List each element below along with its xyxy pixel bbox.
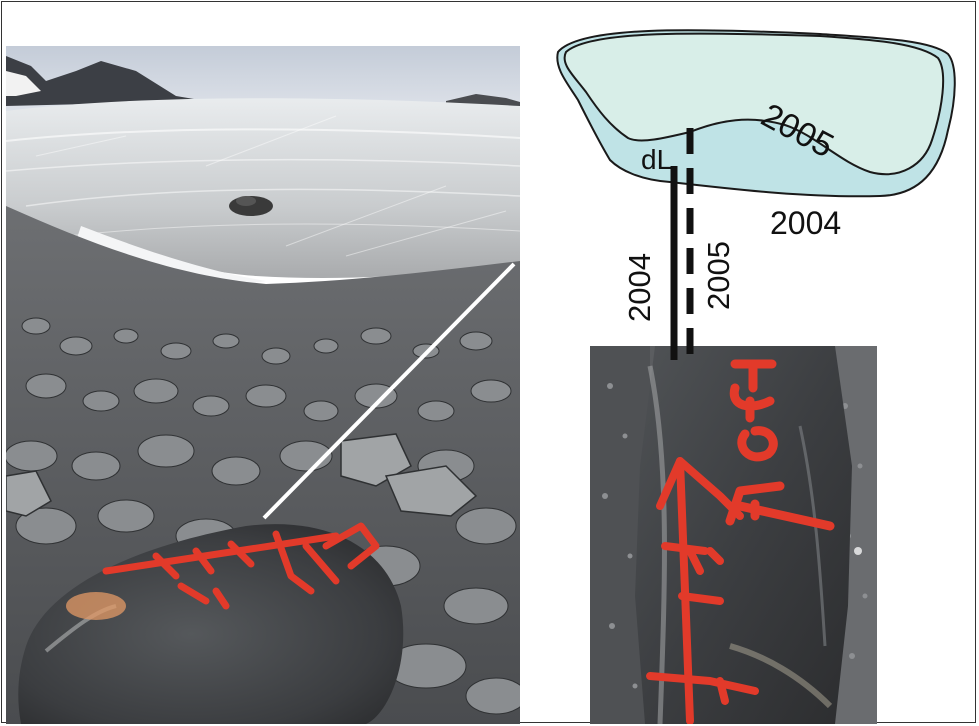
glacier-photo [6,46,520,724]
line-2005-label: 2005 [701,241,736,310]
red-paint-marks [102,522,380,610]
glacier-2004-label: 2004 [770,205,842,241]
boulder-closeup-photo [590,346,877,724]
painted-boulder [18,524,404,724]
distance-dl-label: dL [641,144,673,175]
glacier-outline-diagram [540,20,960,360]
large-stones [6,433,478,517]
glacier-outline-2005 [563,32,945,176]
glacier-ice [6,98,520,278]
red-paint-arrow [646,457,759,724]
line-2004-label: 2004 [622,253,657,322]
pointer-line [262,262,516,520]
